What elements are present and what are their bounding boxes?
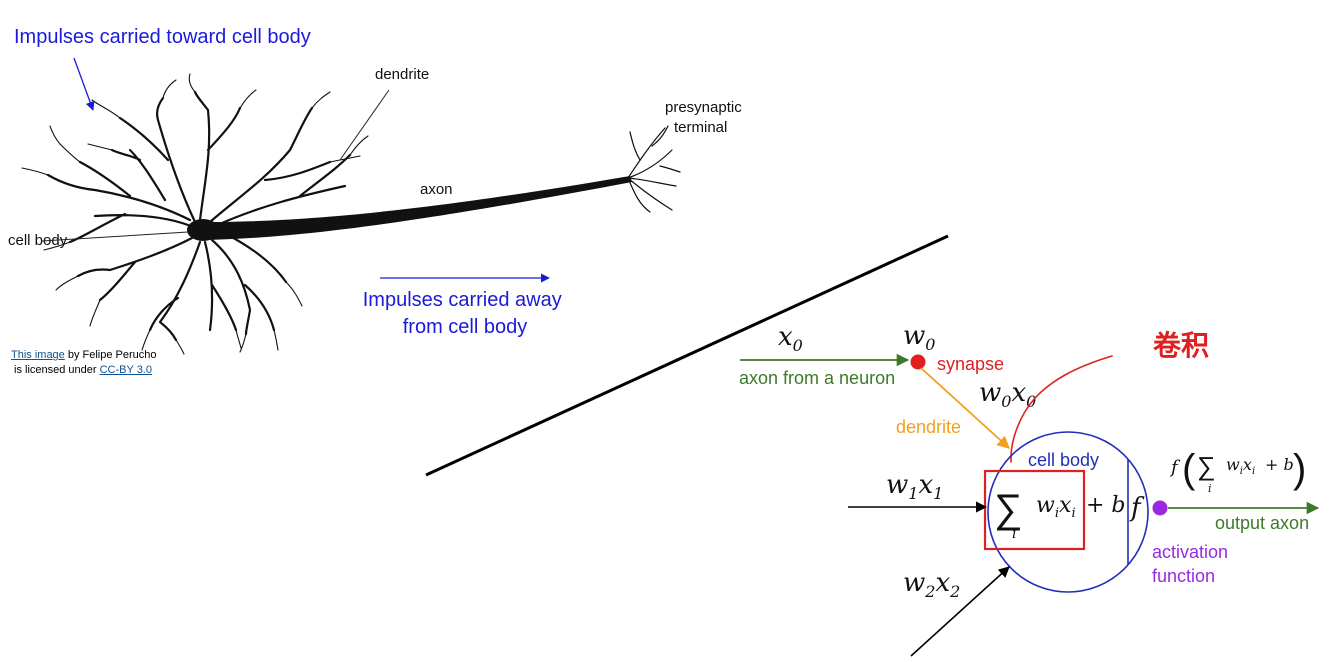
sum-symbol: ∑ bbox=[994, 487, 1023, 531]
x0-label: x0 bbox=[778, 322, 803, 355]
cell-body-leader-line bbox=[41, 231, 189, 242]
sum-term-x-sub: i bbox=[1071, 506, 1075, 521]
credit-text2: is licensed under bbox=[14, 364, 100, 376]
presynaptic-label: presynaptic terminal bbox=[665, 99, 746, 136]
separator-line bbox=[425, 234, 949, 477]
axon-label: axon bbox=[420, 181, 453, 198]
model-dendrite-label: dendrite bbox=[896, 417, 961, 437]
w2x2-arrow bbox=[910, 566, 1010, 657]
activation-line1: activation bbox=[1152, 542, 1228, 562]
w0-var: w bbox=[903, 321, 925, 351]
out-sum-term-w-sub: i bbox=[1240, 466, 1243, 477]
axon-from-neuron-label: axon from a neuron bbox=[739, 368, 895, 388]
f-symbol: f bbox=[1129, 493, 1145, 523]
annotation-stroke bbox=[1010, 355, 1113, 463]
w2x2-x-sub: 2 bbox=[949, 582, 960, 601]
model-cell-body-label: cell body bbox=[1028, 450, 1099, 470]
credit-text1: by Felipe Perucho bbox=[64, 349, 157, 361]
sum-term-x: x bbox=[1059, 493, 1072, 518]
dendrite-twigs bbox=[21, 73, 369, 355]
out-sum-symbol: ∑ bbox=[1197, 451, 1216, 481]
neuron-illustration bbox=[21, 73, 681, 355]
w1x1-x: x bbox=[918, 470, 933, 500]
output-formula: f ( ∑ i wixi + b ) bbox=[1169, 447, 1306, 495]
this-image-link[interactable]: This image bbox=[11, 349, 65, 361]
convolution-label: 卷积 bbox=[1153, 330, 1209, 361]
w2x2-w: w bbox=[903, 568, 925, 598]
sum-term-w-sub: i bbox=[1055, 506, 1059, 521]
out-sum-index: i bbox=[1208, 482, 1212, 495]
sum-term: wixi bbox=[1036, 493, 1076, 521]
impulses-toward-arrow bbox=[73, 57, 95, 111]
w0x0-x: x bbox=[1011, 378, 1026, 408]
activation-line2: function bbox=[1152, 566, 1215, 586]
w0x0-w: w bbox=[979, 378, 1001, 408]
dendrite-label: dendrite bbox=[375, 66, 429, 83]
out-f: f bbox=[1169, 457, 1181, 478]
activation-label: activation function bbox=[1152, 542, 1233, 586]
out-lparen: ( bbox=[1182, 447, 1196, 491]
cell-body-label: cell body bbox=[8, 232, 68, 249]
activation-dot bbox=[1152, 500, 1168, 516]
credit-line2: is licensed under CC-BY 3.0 bbox=[11, 363, 157, 378]
w1x1-x-sub: 1 bbox=[933, 484, 943, 503]
impulses-toward-label: Impulses carried toward cell body bbox=[14, 26, 311, 48]
plus-b: + b bbox=[1086, 493, 1126, 518]
cc-by-link[interactable]: CC-BY 3.0 bbox=[99, 364, 152, 376]
w0-label: w0 bbox=[903, 321, 935, 354]
impulses-away-label: Impulses carried away from cell body bbox=[363, 289, 568, 338]
out-sum-term-w: w bbox=[1226, 455, 1240, 474]
w2x2-w-sub: 2 bbox=[924, 582, 935, 601]
terminal-branches bbox=[627, 125, 681, 213]
credit-line1: This image by Felipe Perucho bbox=[11, 348, 157, 363]
out-plus-b: + b bbox=[1265, 455, 1294, 474]
dendrite-arrow bbox=[920, 367, 1010, 449]
out-sum-term: wixi bbox=[1226, 455, 1255, 477]
x0-var: x bbox=[778, 322, 793, 352]
w0x0-w-sub: 0 bbox=[1001, 392, 1011, 411]
x0-sub: 0 bbox=[793, 336, 803, 355]
impulses-away-line1: Impulses carried away bbox=[363, 289, 562, 311]
out-sum-term-x: x bbox=[1243, 455, 1252, 474]
synapse-label: synapse bbox=[937, 354, 1004, 374]
sum-term-w: w bbox=[1036, 493, 1055, 518]
dendrite-leader-line bbox=[339, 89, 390, 161]
cell-body-circle bbox=[987, 431, 1149, 593]
w2x2-label: w2x2 bbox=[903, 568, 960, 601]
w1x1-w-sub: 1 bbox=[908, 484, 918, 503]
w1x1-w: w bbox=[886, 470, 908, 500]
axon-shape bbox=[205, 176, 632, 240]
dendrite-branches bbox=[46, 90, 352, 342]
synapse-dot bbox=[910, 354, 926, 370]
image-credit: This image by Felipe Perucho is licensed… bbox=[11, 348, 157, 378]
output-axon-label: output axon bbox=[1215, 513, 1309, 533]
impulses-away-line2: from cell body bbox=[403, 316, 528, 338]
presynaptic-line1: presynaptic bbox=[665, 99, 742, 116]
out-sum-term-x-sub: i bbox=[1252, 466, 1255, 477]
w0-sub: 0 bbox=[925, 335, 935, 354]
w1x1-label: w1x1 bbox=[886, 470, 943, 503]
w2x2-x: x bbox=[935, 568, 950, 598]
sum-index: i bbox=[1012, 526, 1016, 542]
presynaptic-line2: terminal bbox=[674, 119, 727, 136]
out-rparen: ) bbox=[1293, 447, 1306, 491]
